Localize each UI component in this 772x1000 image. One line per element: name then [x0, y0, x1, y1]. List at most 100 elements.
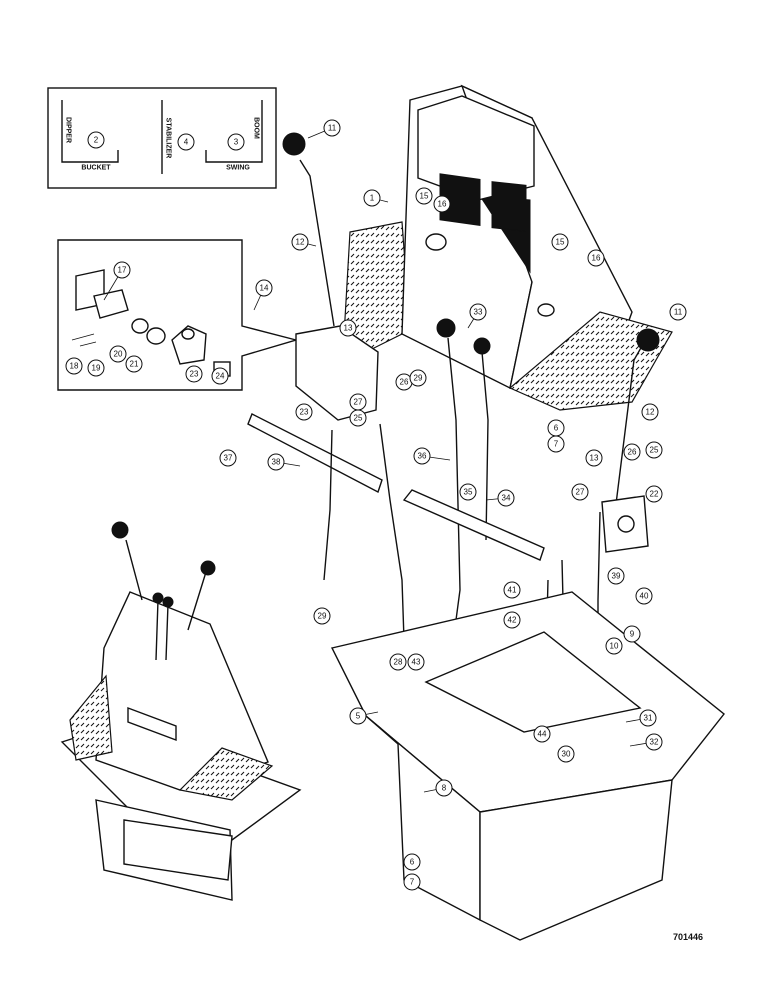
callout-25: 25 [349, 409, 367, 427]
callout-number: 43 [412, 658, 421, 667]
callout-number: 22 [650, 490, 659, 499]
callout-number: 6 [410, 858, 415, 867]
callout-5: 5 [349, 707, 379, 725]
detail-inset-box [57, 239, 299, 391]
callout-number: 1 [370, 194, 375, 203]
callout-38: 38 [267, 453, 301, 471]
callout-3: 3 [227, 133, 245, 151]
callout-number: 39 [612, 572, 621, 581]
callout-8: 8 [423, 779, 453, 797]
callout-number: 15 [556, 238, 565, 247]
callout-27: 27 [349, 393, 367, 411]
callout-number: 13 [344, 324, 353, 333]
callout-number: 20 [114, 350, 123, 359]
callout-10: 10 [605, 637, 623, 655]
callout-number: 12 [296, 238, 305, 247]
callout-number: 7 [554, 440, 559, 449]
callout-26: 26 [623, 443, 641, 461]
callout-number: 4 [184, 138, 189, 147]
callout-number: 19 [92, 364, 101, 373]
callout-13: 13 [339, 319, 357, 337]
callout-6: 6 [403, 853, 421, 871]
callout-number: 9 [630, 630, 635, 639]
callout-number: 2 [94, 136, 99, 145]
figure-number: 701446 [673, 932, 703, 942]
callout-28: 28 [389, 653, 407, 671]
callout-36: 36 [413, 447, 451, 465]
callout-number: 11 [328, 124, 337, 133]
callout-number: 23 [190, 370, 199, 379]
callout-number: 36 [418, 452, 427, 461]
callout-16: 16 [433, 195, 451, 213]
callout-number: 44 [538, 730, 547, 739]
callout-number: 26 [400, 378, 409, 387]
callout-2: 2 [87, 131, 105, 149]
callout-number: 38 [272, 458, 281, 467]
callout-number: 41 [508, 586, 517, 595]
callout-number: 16 [438, 200, 447, 209]
callout-15: 15 [415, 187, 433, 205]
assembled-view [60, 521, 302, 901]
callout-number: 34 [502, 494, 511, 503]
decal-dipper-bucket: DIPPER BUCKET [61, 100, 119, 172]
callout-number: 27 [354, 398, 363, 407]
control-decal-plate: DIPPER BUCKET STABILIZER BOOM SWING [47, 87, 277, 189]
callout-number: 28 [394, 658, 403, 667]
callout-number: 11 [674, 308, 683, 317]
callout-number: 24 [216, 372, 225, 381]
callout-18: 18 [65, 357, 83, 375]
callout-number: 5 [356, 712, 361, 721]
callout-number: 7 [410, 878, 415, 887]
callout-number: 25 [650, 446, 659, 455]
callout-number: 13 [590, 454, 599, 463]
callout-29: 29 [313, 607, 331, 625]
callout-number: 12 [646, 408, 655, 417]
callout-42: 42 [503, 611, 521, 629]
callout-7: 7 [403, 873, 421, 891]
callout-number: 17 [118, 266, 127, 275]
callout-number: 18 [70, 362, 79, 371]
callout-1: 1 [363, 189, 389, 207]
decal-stabilizer-label: STABILIZER [165, 118, 172, 159]
callout-number: 27 [576, 488, 585, 497]
callout-11: 11 [669, 303, 687, 321]
callout-number: 42 [508, 616, 517, 625]
callout-17: 17 [103, 261, 131, 301]
callout-12: 12 [641, 403, 659, 421]
callout-23: 23 [295, 403, 313, 421]
callout-11: 11 [307, 119, 341, 139]
decal-boom-label: BOOM [253, 117, 260, 139]
callout-number: 32 [650, 738, 659, 747]
callout-27: 27 [571, 483, 589, 501]
callout-number: 21 [130, 360, 139, 369]
callout-7: 7 [547, 435, 565, 453]
callout-4: 4 [177, 133, 195, 151]
callout-26: 26 [395, 373, 413, 391]
callout-number: 33 [474, 308, 483, 317]
callout-number: 10 [610, 642, 619, 651]
callout-44: 44 [533, 725, 551, 743]
callout-number: 25 [354, 414, 363, 423]
callout-25: 25 [645, 441, 663, 459]
callout-22: 22 [645, 485, 663, 503]
callout-6: 6 [547, 419, 565, 437]
callout-37: 37 [219, 449, 237, 467]
callout-number: 3 [234, 138, 239, 147]
callout-number: 14 [260, 284, 269, 293]
callout-30: 30 [557, 745, 575, 763]
callout-43: 43 [407, 653, 425, 671]
decal-boom-swing: BOOM SWING [205, 100, 263, 172]
callout-35: 35 [459, 483, 477, 501]
callout-number: 8 [442, 784, 447, 793]
callout-14: 14 [253, 279, 273, 311]
callout-number: 15 [420, 192, 429, 201]
callout-19: 19 [87, 359, 105, 377]
callout-21: 21 [125, 355, 143, 373]
callout-number: 35 [464, 488, 473, 497]
callout-33: 33 [467, 303, 487, 329]
callout-20: 20 [109, 345, 127, 363]
callout-32: 32 [629, 733, 663, 751]
callout-23: 23 [185, 365, 203, 383]
base-housing [330, 591, 725, 941]
